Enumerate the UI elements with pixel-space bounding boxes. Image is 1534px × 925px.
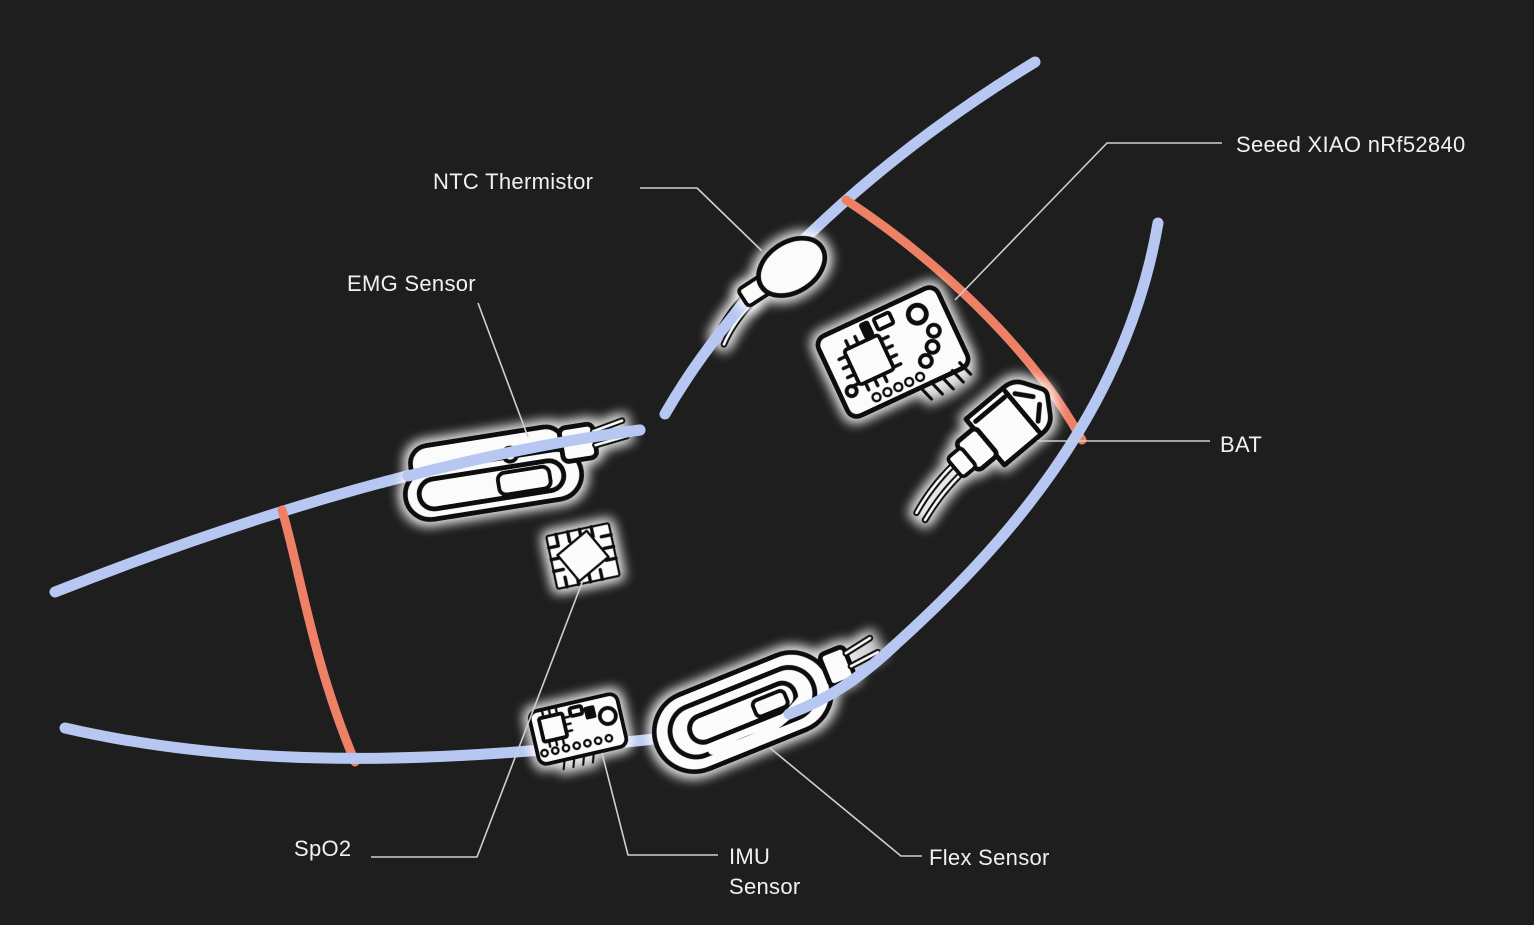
elastic-band-left (277, 505, 360, 767)
sleeve-strap-upper-right (659, 56, 1041, 420)
leader-lines (371, 142, 1222, 858)
flex-sensor-icon (651, 634, 882, 775)
ntc-thermistor-label: NTC Thermistor (433, 169, 594, 194)
strap-overlays (402, 424, 901, 720)
flex-leader-line (769, 747, 922, 857)
thermistor-icon (737, 235, 828, 308)
elastic-band-right (841, 195, 1087, 445)
xiao-board-label: Seeed XIAO nRf52840 (1236, 132, 1466, 157)
battery-label: BAT (1220, 432, 1263, 457)
imu-sensor-label: IMU Sensor (729, 844, 801, 899)
xiao-leader-line (954, 142, 1222, 301)
imu-board-icon (527, 692, 629, 771)
imu-leader-line (601, 752, 718, 856)
strap-over-flex (783, 639, 901, 720)
flex-sensor-label: Flex Sensor (929, 845, 1050, 870)
strap-over-emg (402, 424, 646, 482)
sleeve-strap-lower (59, 217, 1164, 764)
spo2-label: SpO2 (294, 836, 352, 861)
emg-sensor-label: EMG Sensor (347, 271, 476, 296)
ntc-leader-line (640, 187, 763, 252)
spo2-leader-line (371, 579, 584, 858)
battery-connector-icon (913, 379, 1053, 524)
emg-leader-line (477, 302, 529, 438)
xiao-board-icon (815, 285, 973, 419)
spo2-chip-icon (545, 522, 621, 590)
